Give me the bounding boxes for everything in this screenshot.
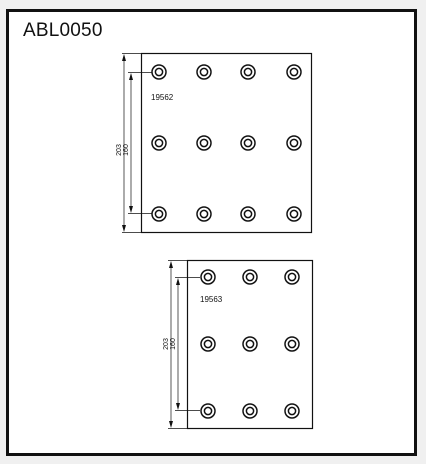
rivet-hole: [284, 403, 300, 419]
plate-1-part-number: 19562: [151, 93, 174, 102]
rivet-hole: [240, 64, 256, 80]
rivet-hole: [196, 64, 212, 80]
rivet-hole: [196, 135, 212, 151]
plate-1-holes: [151, 64, 302, 222]
part-code-title: ABL0050: [23, 20, 103, 41]
rivet-hole: [151, 135, 167, 151]
plate-1-dimension-inner: 160: [123, 72, 152, 214]
rivet-hole: [242, 403, 258, 419]
plate-2-holes: [200, 269, 300, 419]
plate-1-outline: [140, 52, 313, 234]
plate-2-dim-outer-label: 203: [163, 338, 170, 350]
rivet-hole: [200, 336, 216, 352]
brake-lining-plate-2: 19563 203 160: [163, 259, 314, 430]
plate-1-dim-inner-label: 160: [123, 144, 130, 156]
rivet-hole: [200, 269, 216, 285]
rivet-hole: [200, 403, 216, 419]
plate-2-dimension-inner: 160: [170, 277, 200, 411]
rivet-hole: [286, 64, 302, 80]
plate-1-dim-outer-label: 203: [116, 144, 123, 156]
rivet-hole: [242, 336, 258, 352]
rivet-hole: [240, 135, 256, 151]
rivet-hole: [196, 206, 212, 222]
rivet-hole: [284, 269, 300, 285]
plate-2-part-number: 19563: [200, 295, 223, 304]
rivet-hole: [151, 206, 167, 222]
rivet-hole: [286, 135, 302, 151]
brake-lining-plate-1: 19562 203 160: [116, 52, 313, 234]
plate-2-dimension-outer: 203: [163, 260, 187, 429]
rivet-hole: [284, 336, 300, 352]
rivet-hole: [151, 64, 167, 80]
plate-2-dim-inner-label: 160: [170, 338, 177, 350]
rivet-hole: [240, 206, 256, 222]
rivet-hole: [242, 269, 258, 285]
rivet-hole: [286, 206, 302, 222]
plate-1-dimension-outer: 203: [116, 53, 141, 233]
